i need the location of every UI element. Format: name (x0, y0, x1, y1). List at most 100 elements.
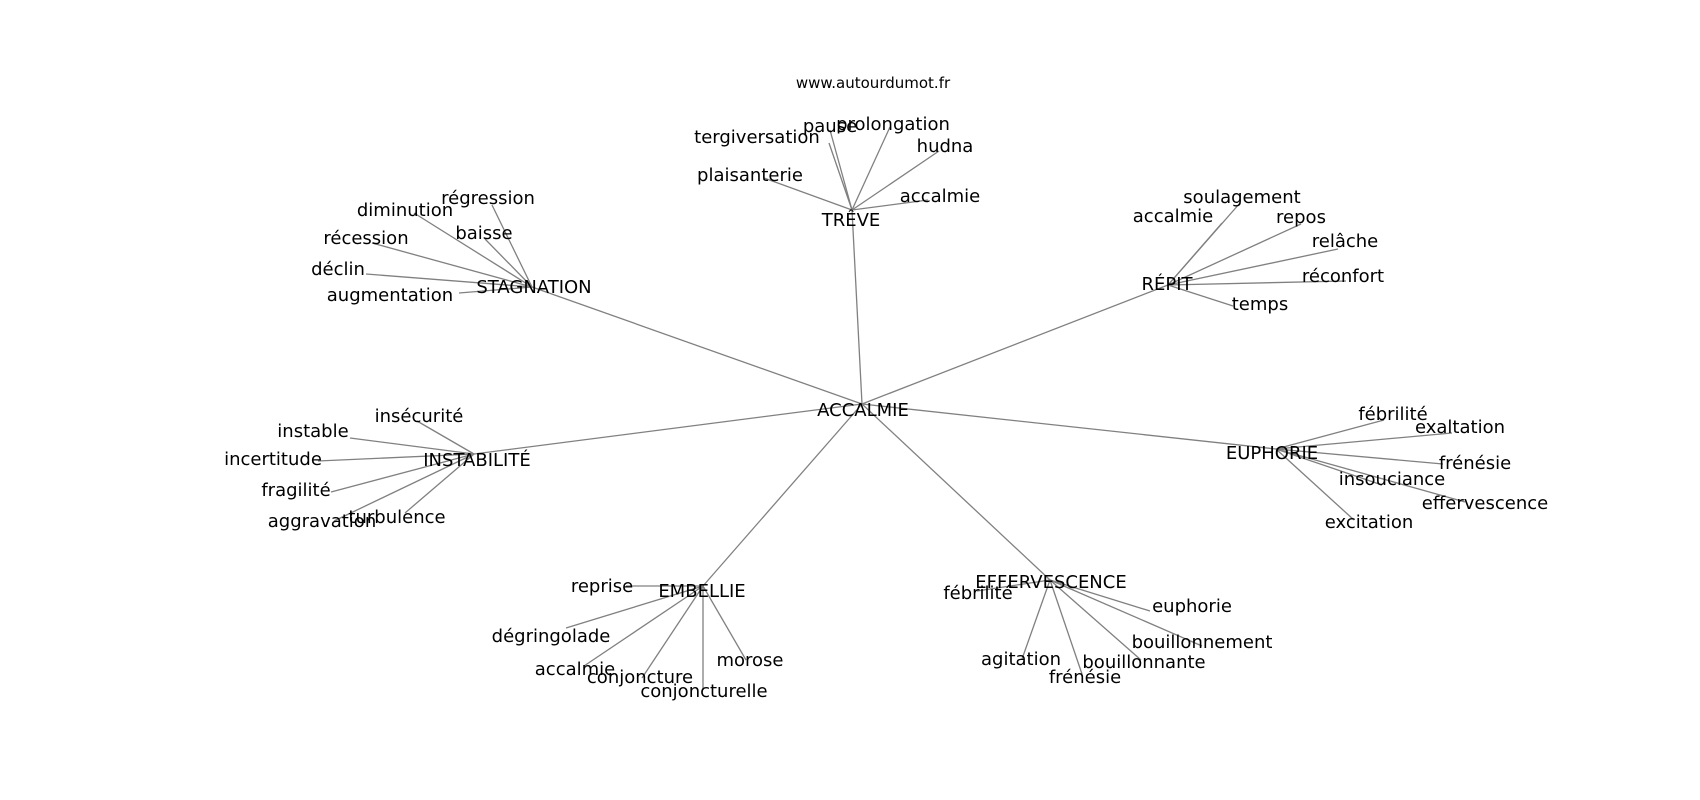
edge-group-to-term (330, 453, 475, 493)
center-node-label[interactable]: ACCALMIE (817, 400, 909, 421)
edge-group-to-term (1049, 579, 1203, 647)
edge-group-to-term (491, 204, 533, 288)
edge-center-to-group (473, 403, 863, 455)
term-node-label[interactable]: excitation (1325, 512, 1414, 533)
edge-center-to-group (861, 403, 1277, 450)
edge-group-to-term (702, 585, 747, 661)
term-node-label[interactable]: temps (1232, 294, 1288, 315)
edge-group-to-term (1275, 448, 1355, 521)
group-node-label[interactable]: EUPHORIE (1226, 443, 1318, 464)
edge-group-to-term (317, 453, 475, 462)
term-node-label[interactable]: accalmie (1133, 206, 1213, 227)
group-node-label[interactable]: EMBELLIE (658, 581, 745, 602)
group-node-label[interactable]: INSTABILITÉ (423, 449, 530, 471)
edge-group-to-term (1021, 579, 1051, 660)
edge-group-to-term (416, 420, 475, 455)
edge-group-to-term (349, 437, 475, 455)
edge-group-to-term (333, 453, 475, 522)
edge-group-to-term (851, 199, 929, 211)
edge-group-to-term (976, 579, 1051, 592)
term-node-label[interactable]: fébrilité (943, 583, 1012, 604)
group-node-label[interactable]: RÉPIT (1141, 273, 1193, 295)
edge-group-to-term (365, 273, 533, 288)
term-node-label[interactable]: accalmie (535, 659, 615, 680)
term-node-label[interactable]: augmentation (327, 285, 453, 306)
edge-group-to-term (851, 150, 940, 211)
term-node-label[interactable]: frénésie (1049, 667, 1121, 688)
edge-group-to-term (1275, 448, 1383, 486)
edge-center-to-group (702, 403, 863, 587)
edge-group-to-term (1167, 222, 1223, 286)
term-node-label[interactable]: baisse (455, 223, 512, 244)
edge-center-to-group (851, 209, 863, 405)
group-node-label[interactable]: STAGNATION (476, 277, 591, 298)
edge-group-to-term (851, 126, 891, 211)
term-node-label[interactable]: bouillonnement (1132, 632, 1273, 653)
term-node-label[interactable]: euphorie (1152, 596, 1232, 617)
edge-group-to-term (1275, 448, 1444, 465)
edge-group-to-term (1275, 419, 1385, 450)
edge-group-to-term (1275, 432, 1453, 450)
edge-group-to-term (565, 585, 704, 629)
term-node-label[interactable]: accalmie (900, 186, 980, 207)
term-node-label[interactable]: plaisanterie (697, 165, 803, 186)
term-node-label[interactable]: reprise (571, 576, 633, 597)
source-watermark: www.autourdumot.fr (796, 74, 951, 92)
term-node-label[interactable]: insécurité (375, 406, 464, 427)
term-node-label[interactable]: déclin (311, 259, 365, 280)
edge-group-to-term (1049, 579, 1083, 675)
term-node-label[interactable]: instable (277, 421, 348, 442)
term-node-label[interactable]: agitation (981, 649, 1061, 670)
edge-group-to-term (763, 177, 853, 211)
term-node-label[interactable]: pause (803, 116, 857, 137)
term-node-label[interactable]: réconfort (1302, 266, 1384, 287)
term-node-label[interactable]: conjoncture (587, 667, 693, 688)
term-node-label[interactable]: fébrilité (1358, 404, 1427, 425)
term-node-label[interactable]: soulagement (1183, 187, 1300, 208)
term-node-label[interactable]: repos (1276, 207, 1326, 228)
term-node-label[interactable]: récession (323, 228, 408, 249)
term-node-label[interactable]: exaltation (1415, 417, 1505, 438)
edge-group-to-term (1167, 280, 1347, 286)
graph-labels: www.autourdumot.fr ACCALMIE TRÊVE pausepr… (224, 74, 1548, 702)
term-node-label[interactable]: incertitude (224, 449, 322, 470)
edge-group-to-term (1049, 579, 1151, 612)
edge-center-to-group (531, 286, 863, 405)
term-node-label[interactable]: insouciance (1339, 469, 1446, 490)
term-node-label[interactable]: frénésie (1439, 453, 1511, 474)
edge-group-to-term (641, 585, 704, 679)
term-node-label[interactable]: bouillonnante (1082, 652, 1205, 673)
term-node-label[interactable]: diminution (357, 200, 453, 221)
term-node-label[interactable]: régression (441, 188, 535, 209)
term-node-label[interactable]: tergiversation (694, 127, 820, 148)
term-node-label[interactable]: hudna (917, 136, 974, 157)
edge-center-to-group (861, 403, 1051, 581)
edge-group-to-term (404, 453, 475, 514)
term-node-label[interactable]: turbulence (348, 507, 445, 528)
edge-group-to-term (828, 142, 853, 211)
edge-group-to-term (1167, 284, 1234, 307)
edge-group-to-term (458, 286, 533, 294)
edge-group-to-term (371, 242, 533, 288)
edge-group-to-term (583, 585, 704, 667)
term-node-label[interactable]: conjoncturelle (640, 681, 767, 702)
term-node-label[interactable]: fragilité (261, 480, 330, 501)
edge-group-to-term (1275, 448, 1466, 503)
edge-center-to-group (861, 284, 1169, 405)
edge-group-to-term (829, 129, 853, 211)
edge-group-to-term (1167, 223, 1302, 286)
term-node-label[interactable]: aggravation (268, 511, 376, 532)
edge-group-to-term (484, 238, 533, 288)
graph-edges (317, 126, 1466, 690)
term-node-label[interactable]: prolongation (836, 114, 950, 135)
edge-group-to-term (1049, 579, 1142, 661)
term-node-label[interactable]: relâche (1312, 231, 1379, 252)
edge-group-to-term (413, 212, 533, 288)
edge-group-to-term (1167, 248, 1339, 286)
term-node-label[interactable]: dégringolade (492, 626, 611, 647)
group-node-label[interactable]: TRÊVE (821, 209, 881, 231)
group-node-label[interactable]: EFFERVESCENCE (975, 572, 1126, 593)
term-node-label[interactable]: effervescence (1422, 493, 1548, 514)
term-node-label[interactable]: morose (716, 650, 783, 671)
